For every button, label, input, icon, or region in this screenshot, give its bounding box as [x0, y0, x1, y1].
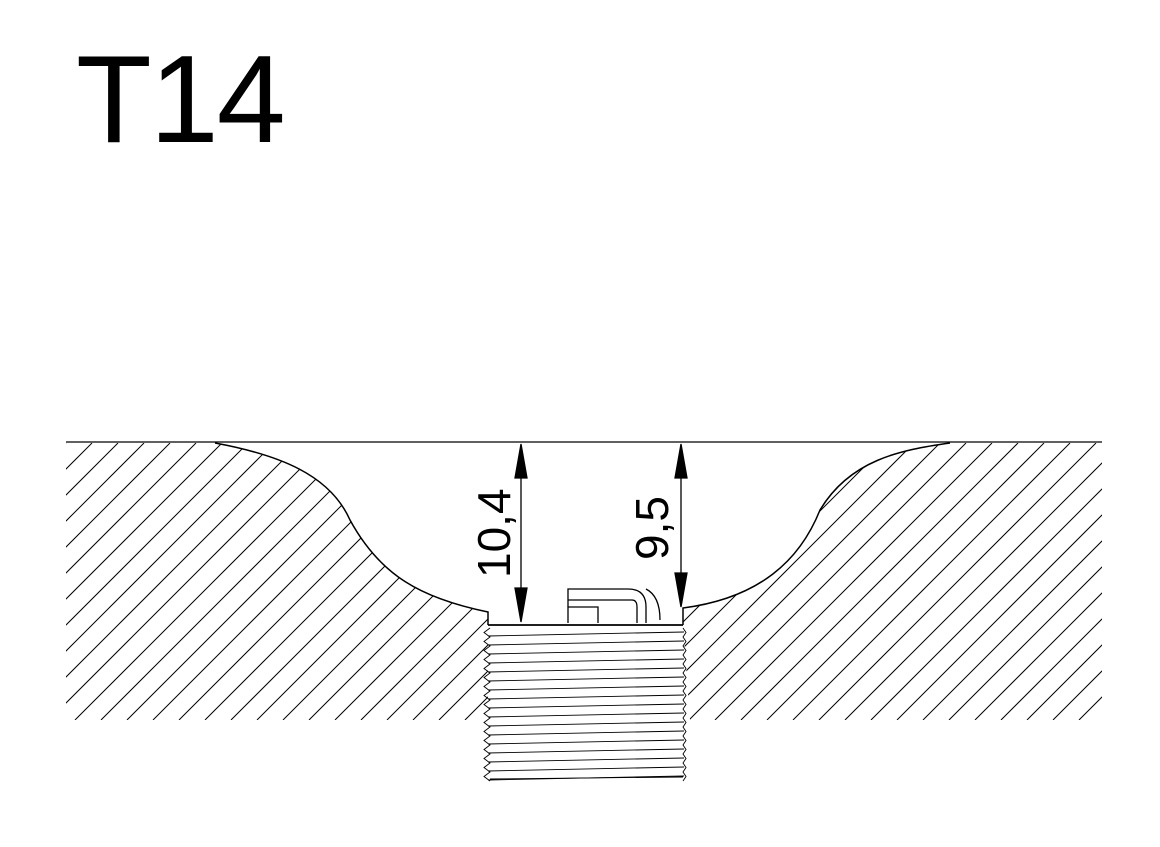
thread-line [487, 676, 685, 682]
hatch-line [714, 443, 993, 720]
hatch-line [1026, 443, 1102, 720]
thread-edges [483, 627, 687, 782]
hatch-line [792, 443, 1071, 720]
hatch-line [178, 443, 457, 720]
thread-line [487, 730, 685, 736]
dimension-arrow-2-bottom [674, 572, 688, 608]
hatch-line [256, 443, 488, 720]
hatch-line [66, 443, 327, 720]
right-profile-curve [682, 442, 951, 625]
hatch-line [948, 443, 1102, 720]
thread-line [487, 757, 685, 763]
hatch-line [66, 443, 145, 720]
hatch-line [230, 443, 488, 720]
hatch-line [66, 443, 301, 720]
dimension-label-1: 10,4 [468, 488, 520, 578]
hatch-line [922, 443, 1102, 720]
drawing-title: T14 [76, 31, 286, 169]
left-material-hatch [66, 443, 1028, 720]
thread-line [487, 640, 685, 646]
hatch-line [66, 443, 197, 720]
hatch-line [844, 443, 1102, 720]
thread-line [487, 631, 685, 637]
hatch-line [725, 443, 1002, 720]
hatch-line [66, 443, 223, 720]
hatch-line [1052, 443, 1102, 720]
thread-line [487, 685, 685, 691]
hatch-line [204, 443, 483, 720]
hatch-line [1105, 443, 1160, 720]
hatch-line [683, 443, 785, 720]
hatch-line [595, 443, 872, 720]
hatch-line [66, 443, 249, 720]
hatch-line [100, 443, 379, 720]
dimension-label-2: 9,5 [626, 496, 678, 560]
dimension-arrow-1-bottom [514, 587, 528, 623]
left-profile-curve [214, 442, 489, 625]
thread-line [487, 658, 685, 664]
hatch-line [403, 443, 680, 720]
hatch-line [647, 443, 924, 720]
thread-line [487, 694, 685, 700]
hatch-line [673, 443, 950, 720]
hatch-line [66, 443, 171, 720]
thread-line [487, 649, 685, 655]
hatch-line [699, 443, 976, 720]
dimension-lines [514, 443, 688, 623]
dimension-arrow-2-top [674, 443, 688, 479]
hatch-line [438, 443, 488, 720]
hatch-line [152, 443, 431, 720]
hatch-line [621, 443, 898, 720]
hatch-line [66, 443, 67, 720]
thread-line [487, 739, 685, 745]
hatch-line [66, 443, 119, 720]
hatch-line [688, 443, 967, 720]
shank-bottom [489, 776, 684, 780]
thread-line [487, 721, 685, 727]
hatch-line [683, 443, 941, 720]
hatch-line [66, 443, 275, 720]
hatch-line [517, 443, 794, 720]
hatch-line [74, 443, 353, 720]
hatch-line [870, 443, 1102, 720]
dimension-arrow-1-top [514, 443, 528, 479]
hatch-line [308, 443, 488, 720]
hatch-line [360, 443, 488, 720]
hatch-line [683, 443, 889, 720]
hatch-line [1078, 443, 1102, 720]
thread-line [487, 748, 685, 754]
hatch-line [412, 443, 488, 720]
hatch-line [683, 443, 707, 720]
thread-line [487, 766, 685, 772]
hatch-line [282, 443, 488, 720]
hatch-line [683, 443, 811, 720]
hatch-line [740, 443, 1019, 720]
hatch-line [818, 443, 1097, 720]
key-detail [567, 588, 661, 623]
hatch-line [751, 443, 1028, 720]
thread-line [487, 712, 685, 718]
hatch-line [66, 443, 93, 720]
thread-line [487, 703, 685, 709]
hatch-line [1000, 443, 1102, 720]
hatch-line [334, 443, 488, 720]
hatch-line [1131, 443, 1160, 720]
threaded-shank [483, 627, 687, 782]
thread-line [487, 667, 685, 673]
hatch-line [974, 443, 1102, 720]
hatch-line [766, 443, 1045, 720]
right-material-hatch [403, 443, 1160, 720]
hatch-line [896, 443, 1102, 720]
hatch-line [126, 443, 405, 720]
hatch-line [386, 443, 488, 720]
